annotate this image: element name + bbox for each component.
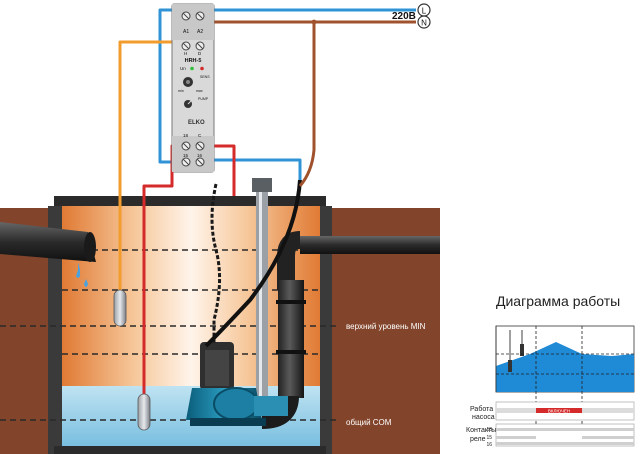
com-level-label: общий COM: [346, 418, 392, 427]
wire-brown-n: [198, 20, 416, 30]
supply-voltage: 220В: [392, 11, 416, 22]
contact-16: 16: [486, 442, 492, 448]
inlet-pipe: [0, 222, 96, 287]
relay-sens-label: SENS: [200, 75, 210, 79]
relay-model: HRH-5: [185, 58, 202, 64]
row-pump-line2: насоса: [472, 414, 495, 421]
outlet-pipe: [261, 231, 440, 429]
wire-brown-pump: [298, 22, 316, 187]
relay-bottom-screws: [181, 141, 205, 167]
contact-18: 18: [486, 427, 492, 433]
wire-orange: [118, 40, 186, 290]
relay-terminal-16: 16: [197, 153, 203, 158]
relay-terminal-a2: A2: [197, 29, 203, 35]
diagram-water-panel: [495, 325, 635, 440]
relay-brand: ELKO: [188, 120, 205, 126]
float-lower: [137, 393, 151, 431]
pump-switch-icon: [184, 100, 192, 108]
float-upper: [113, 289, 127, 327]
relay-knob-max: max: [196, 89, 203, 93]
upper-level-label: верхний уровень MIN: [346, 322, 426, 331]
pump-chain: [210, 183, 222, 344]
relay-sub-18: 18: [183, 133, 189, 138]
led-red-icon: [200, 66, 204, 71]
relay-terminal-15: 15: [183, 153, 189, 158]
svg-text:N: N: [421, 19, 427, 28]
row-pump-line1: Работа: [470, 405, 493, 413]
relay-sub-c: C: [198, 133, 202, 138]
relay-hrh5: A1 A2 H D HRH-5 Un SENS min max PUMP ELK…: [171, 3, 215, 173]
row-contacts-line2: реле: [470, 436, 486, 443]
relay-led-label: Un: [180, 66, 186, 71]
wire-blue-bottom: [200, 158, 302, 180]
pump-on-bar: [536, 408, 582, 413]
relay-top-screws: [181, 11, 205, 51]
relay-pump-label: PUMP: [198, 97, 209, 101]
diagram-title: Диаграмма работы: [496, 293, 620, 309]
relay-sub-d: D: [198, 51, 202, 56]
relay-sub-h: H: [184, 51, 187, 56]
pump-on-label: ВКЛЮЧЕН: [548, 409, 570, 414]
relay-knob-min: min: [178, 89, 184, 93]
led-green-icon: [190, 66, 194, 71]
sens-knob-icon: [183, 77, 193, 87]
diagram-pump-row: ВКЛЮЧЕН Работа насоса: [470, 401, 635, 421]
submersible-pump: [186, 342, 288, 426]
terminal-n: N: [417, 15, 431, 29]
relay-terminal-a1: A1: [183, 29, 189, 35]
contact-15: 15: [486, 435, 492, 441]
pump-cable: [204, 179, 302, 348]
svg-text:L: L: [422, 7, 427, 16]
terminal-l: L: [417, 3, 431, 17]
row-contacts-line1: Контакты: [466, 427, 496, 434]
diagram-contacts-row: Контакты реле 18 15 16: [466, 423, 635, 448]
